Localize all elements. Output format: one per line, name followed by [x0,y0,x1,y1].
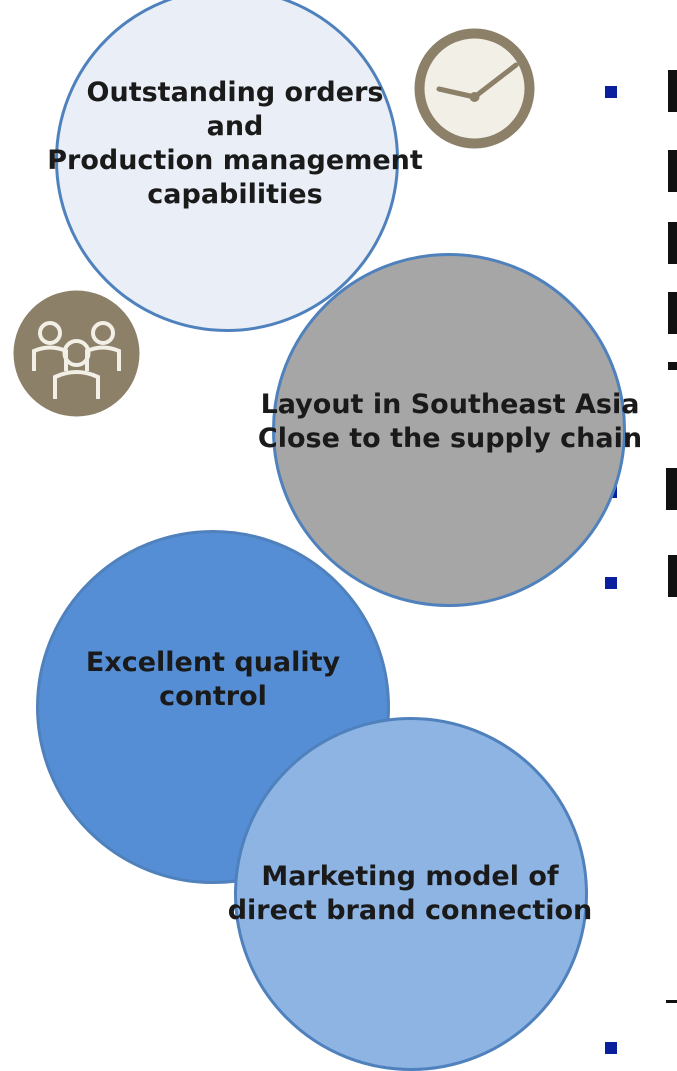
clipped-text-fragment [668,292,677,334]
label-production-management: Outstanding orders and Production manage… [47,77,423,210]
clipped-text-fragment [666,468,677,510]
bullet-marker [605,577,617,589]
clipped-text-fragment [668,555,677,597]
clock-icon [414,28,535,149]
clipped-text-fragment [668,362,677,370]
circle-marketing-model [234,717,588,1071]
bullet-marker [605,1042,617,1054]
clipped-text-fragment [668,70,677,112]
circle-southeast-asia-layout [272,253,626,607]
label-marketing-model: Marketing model of direct brand connecti… [227,861,593,926]
clipped-text-fragment [666,1000,677,1003]
bullet-marker [605,86,617,98]
label-southeast-asia-layout: Layout in Southeast Asia Close to the su… [257,389,643,454]
people-group-icon [13,290,140,417]
circle-production-management [55,0,399,332]
label-quality-control: Excellent quality control [85,647,341,712]
clipped-text-fragment [668,222,677,264]
clipped-text-fragment [668,150,677,192]
